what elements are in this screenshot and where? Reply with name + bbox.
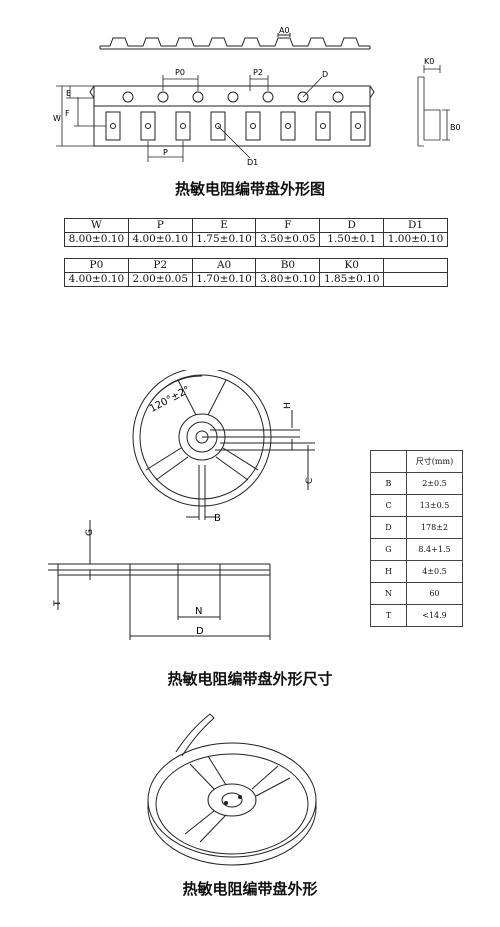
label-b: B xyxy=(214,513,221,524)
label-f: F xyxy=(65,109,70,118)
table1-header: W xyxy=(64,218,129,233)
reel-row-value: <14.9 xyxy=(406,604,463,627)
reel-row-key: D xyxy=(370,516,407,539)
reel-row-key: B xyxy=(370,472,407,495)
table1-header: F xyxy=(255,218,321,233)
label-reel-d: D xyxy=(196,626,204,637)
leader-tape xyxy=(175,713,215,757)
reel-row-key: N xyxy=(370,582,407,605)
label-w: W xyxy=(53,114,61,123)
reel-dimension-drawing: 120°±2° H C B G T N D xyxy=(48,370,315,640)
reel-outer-rim xyxy=(132,370,272,507)
component-pockets xyxy=(105,111,366,141)
label-d1: D1 xyxy=(247,158,258,167)
tape-spec-table-2: P0 P2 A0 B0 K0 4.00±0.10 2.00±0.05 1.70±… xyxy=(64,258,448,287)
table2-value: 4.00±0.10 xyxy=(64,272,129,287)
table2-header: P2 xyxy=(127,258,193,273)
reel-row-value: 178±2 xyxy=(406,516,463,539)
table2-header xyxy=(383,258,448,273)
reel-row-value: 13±0.5 xyxy=(406,494,463,517)
table2-header: K0 xyxy=(319,258,385,273)
table2-value: 2.00±0.05 xyxy=(127,272,193,287)
perspective-hub xyxy=(207,783,257,817)
reel-row-key: T xyxy=(370,604,407,627)
reel-row-value: 8.4+1.5 xyxy=(406,538,463,561)
caption-reel-outline: 热敏电阻编带盘外形 xyxy=(182,880,318,898)
label-a0: A0 xyxy=(279,26,290,35)
table1-value: 1.00±0.10 xyxy=(383,232,448,247)
carrier-tape-drawing: A0 P0 P2 D D1 P W F E K0 B0 xyxy=(53,26,461,167)
reel-table-corner xyxy=(370,450,407,473)
tape-profile-pockets xyxy=(100,37,370,47)
table2-value: 1.70±0.10 xyxy=(191,272,257,287)
label-b0: B0 xyxy=(450,123,461,132)
table1-header: D1 xyxy=(383,218,448,233)
label-p0: P0 xyxy=(175,68,185,77)
table1-value: 8.00±0.10 xyxy=(64,232,129,247)
label-d: D xyxy=(322,70,328,79)
table2-header: A0 xyxy=(191,258,257,273)
reel-row-key: G xyxy=(370,538,407,561)
reel-row-value: 60 xyxy=(406,582,463,605)
label-p: P xyxy=(163,148,168,157)
label-c: C xyxy=(305,478,315,484)
reel-row-value: 2±0.5 xyxy=(406,472,463,495)
caption-tape-outline: 热敏电阻编带盘外形图 xyxy=(174,180,325,198)
label-angle: 120°±2° xyxy=(148,385,192,415)
table1-value: 3.50±0.05 xyxy=(255,232,321,247)
table1-header: D xyxy=(319,218,385,233)
table2-header: P0 xyxy=(64,258,129,273)
reel-table-unit-header: 尺寸(mm) xyxy=(406,450,463,473)
label-p2: P2 xyxy=(253,68,263,77)
sprocket-holes xyxy=(122,91,344,103)
label-e: E xyxy=(66,89,71,98)
label-k0: K0 xyxy=(424,57,434,66)
label-h: H xyxy=(283,402,293,409)
caption-reel-dimensions: 热敏电阻编带盘外形尺寸 xyxy=(167,670,333,688)
table1-value: 4.00±0.10 xyxy=(127,232,193,247)
label-n: N xyxy=(195,606,202,617)
tape-spec-table-1: W P E F D D1 8.00±0.10 4.00±0.10 1.75±0.… xyxy=(64,218,448,247)
table2-value: 3.80±0.10 xyxy=(255,272,321,287)
tape-top-view xyxy=(93,85,371,147)
table1-value: 1.75±0.10 xyxy=(191,232,257,247)
label-g: G xyxy=(85,529,95,536)
table1-header: E xyxy=(191,218,257,233)
reel-perspective-drawing xyxy=(147,713,317,866)
reel-row-value: 4±0.5 xyxy=(406,560,463,583)
reel-row-key: H xyxy=(370,560,407,583)
table2-header: B0 xyxy=(255,258,321,273)
label-t: T xyxy=(53,600,63,607)
table2-value xyxy=(383,272,448,287)
reel-row-key: C xyxy=(370,494,407,517)
table1-header: P xyxy=(127,218,193,233)
table1-value: 1.50±0.1 xyxy=(319,232,385,247)
table2-value: 1.85±0.10 xyxy=(319,272,385,287)
